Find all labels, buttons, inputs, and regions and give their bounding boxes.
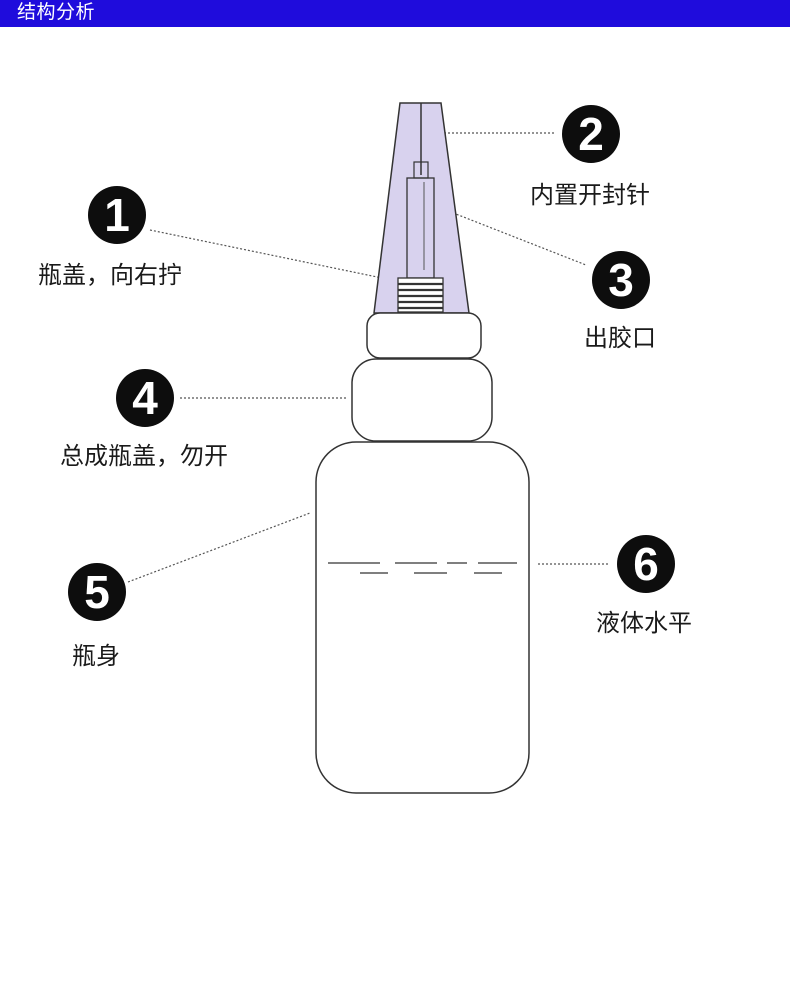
- liquid-level-lines: [328, 562, 517, 574]
- leader-line-3: [437, 206, 587, 266]
- callout-badge-4: 4: [116, 369, 174, 427]
- cap-collar: [366, 312, 482, 359]
- callout-label-6: 液体水平: [596, 609, 692, 637]
- callout-badge-3: 3: [592, 251, 650, 309]
- leader-line-5: [127, 512, 311, 583]
- section-title: 结构分析: [17, 1, 96, 23]
- callout-label-4: 总成瓶盖，勿开: [60, 442, 228, 470]
- bottle-body: [315, 441, 530, 794]
- leader-line-1: [149, 229, 383, 279]
- callout-label-3: 出胶口: [584, 324, 656, 352]
- callout-label-2: 内置开封针: [530, 181, 650, 209]
- section-header: 结构分析: [0, 0, 790, 27]
- callout-badge-1: 1: [88, 186, 146, 244]
- callout-label-1: 瓶盖，向右拧: [38, 261, 182, 289]
- assembly-cap: [351, 358, 493, 442]
- callout-badge-5: 5: [68, 563, 126, 621]
- callout-label-5: 瓶身: [72, 642, 120, 670]
- callout-badge-6: 6: [617, 535, 675, 593]
- callout-badge-2: 2: [562, 105, 620, 163]
